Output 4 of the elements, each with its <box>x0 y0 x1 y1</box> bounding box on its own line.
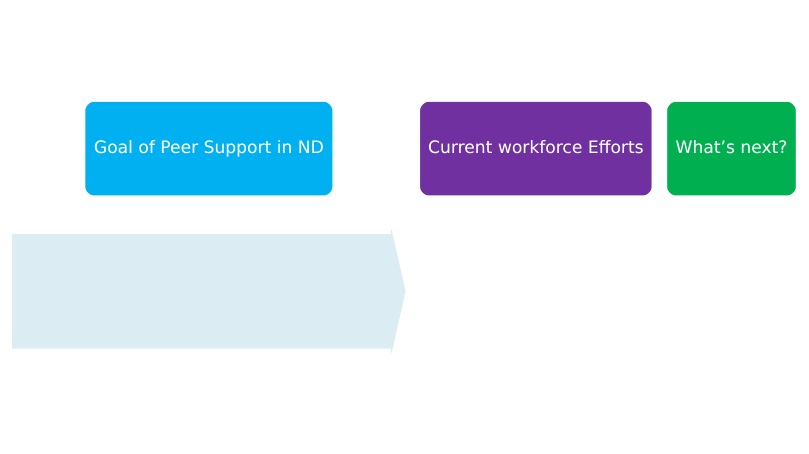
node-box: What’s next? <box>666 100 798 197</box>
node-box: Current workforce Efforts <box>418 100 654 197</box>
node-arrow <box>12 229 406 354</box>
node-box: Goal of Peer Support in ND <box>84 100 334 197</box>
